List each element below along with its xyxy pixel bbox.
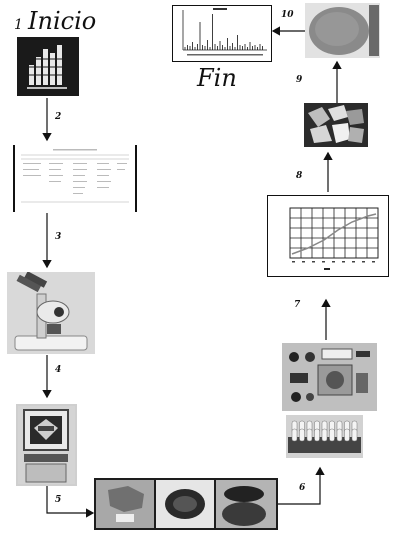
- tick-mark: [352, 261, 355, 263]
- vial: [351, 428, 358, 442]
- start-number: 1: [14, 17, 23, 33]
- vial: [306, 428, 313, 442]
- vial: [344, 428, 350, 442]
- tick-mark: [292, 261, 295, 263]
- rock-samples-image: [94, 478, 278, 530]
- stereo-microscope-icon: [7, 272, 95, 354]
- stereo-microscope-image: [7, 272, 95, 354]
- sample-tray-image: [286, 415, 363, 458]
- control-panel-icon: [282, 343, 377, 411]
- tick-mark: [302, 261, 305, 263]
- vial: [291, 428, 298, 442]
- step-number-7: 7: [294, 300, 301, 310]
- sample-tray-icon: [288, 420, 361, 453]
- mineral-fragments-icon: [308, 105, 364, 143]
- line-graph-icon: [289, 207, 379, 270]
- spectrum-plot-icon: [182, 8, 267, 56]
- line-graph-image: [267, 195, 389, 277]
- step-number-8: 8: [296, 171, 303, 181]
- vial: [321, 428, 328, 442]
- tick-mark: [312, 261, 315, 263]
- end-label: Fin: [197, 64, 237, 92]
- spreadsheet-icon: [13, 145, 137, 212]
- step-number-6: 6: [299, 483, 306, 493]
- lab-instrument-icon: [18, 406, 75, 484]
- rock-samples-icon: [96, 480, 276, 528]
- tick-mark: [322, 261, 325, 263]
- spreadsheet-image: [13, 145, 137, 212]
- lab-instrument-image: [16, 404, 77, 486]
- spectrum-plot-image: [172, 5, 272, 62]
- vial: [336, 428, 343, 442]
- step-number-2: 2: [55, 112, 62, 122]
- start-label: 1 Inicio: [14, 7, 96, 35]
- polished-section-icon: [309, 5, 379, 56]
- arrow-5-6: [278, 466, 325, 505]
- tick-mark: [372, 261, 375, 263]
- mineral-fragments-image: [304, 103, 368, 147]
- tick-mark: [362, 261, 365, 263]
- bar-chart-logo-image: [17, 37, 79, 96]
- vial: [299, 428, 305, 442]
- vial: [329, 428, 335, 442]
- control-panel-image: [282, 343, 377, 411]
- step-number-5: 5: [55, 495, 62, 505]
- step-number-10: 10: [281, 10, 294, 20]
- tick-mark: [342, 261, 345, 263]
- start-word: Inicio: [28, 7, 97, 35]
- tick-mark: [332, 261, 335, 263]
- step-number-4: 4: [55, 365, 62, 375]
- step-number-9: 9: [296, 75, 303, 85]
- vial: [314, 428, 320, 442]
- step-number-3: 3: [55, 232, 62, 242]
- bar-chart-logo-icon: [27, 45, 67, 89]
- polished-section-image: [305, 3, 380, 58]
- arrow-4-5: [46, 486, 95, 518]
